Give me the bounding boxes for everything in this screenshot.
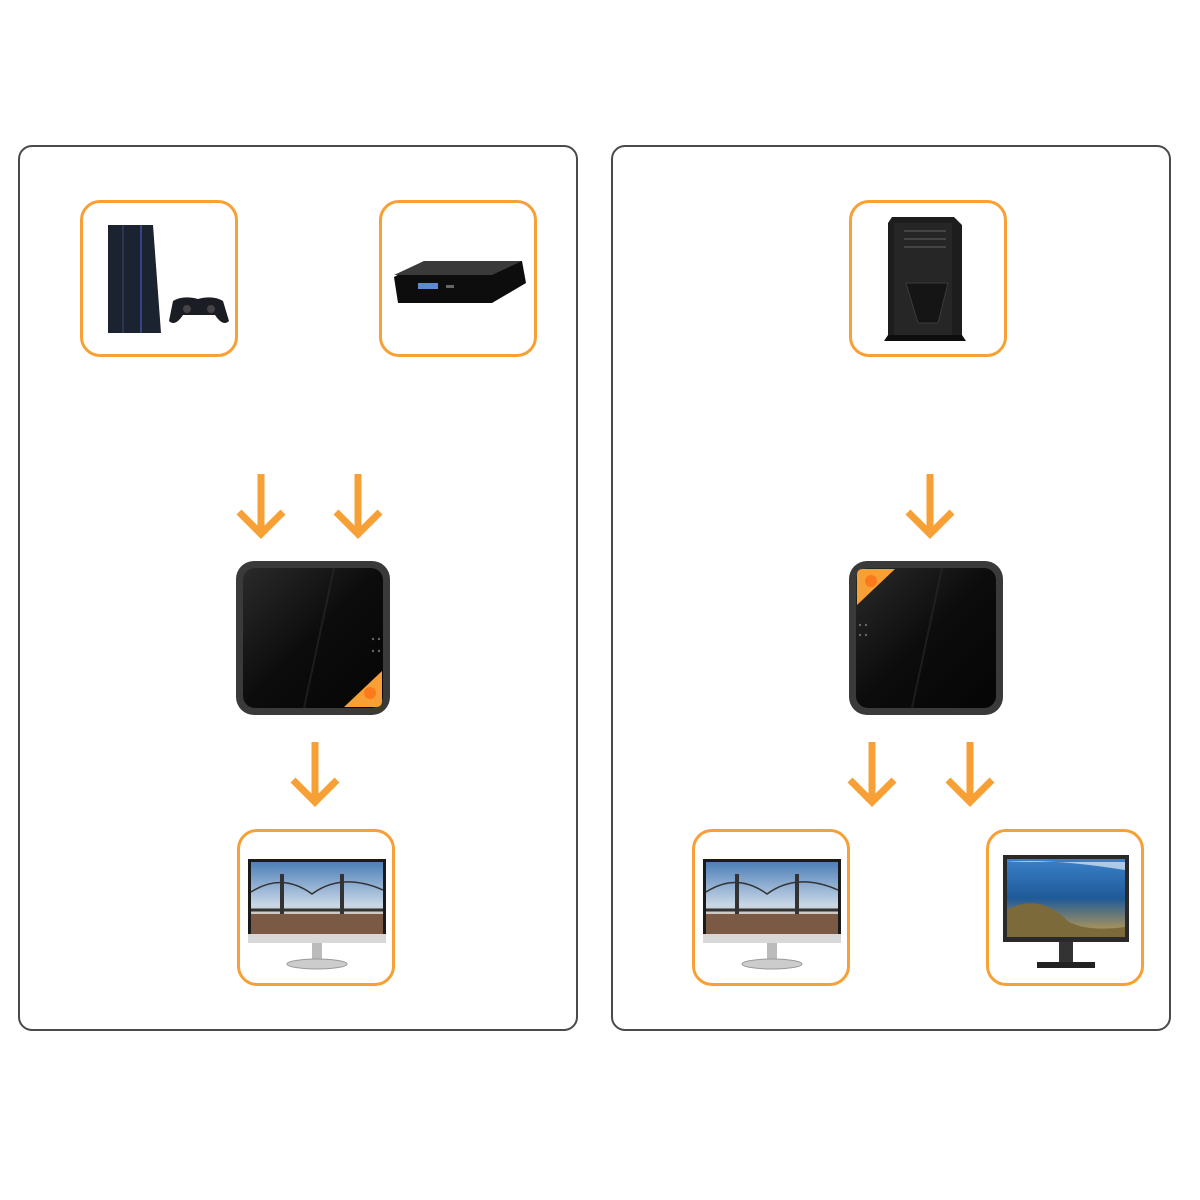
set-top-box-icon <box>394 261 526 303</box>
desktop-pc-icon <box>884 217 966 341</box>
game-console-source <box>80 200 238 357</box>
monitor-icon <box>240 832 392 983</box>
down-arrow-icon <box>903 472 957 540</box>
monitor-output <box>237 829 395 986</box>
down-arrow-icon <box>331 472 385 540</box>
monitor-output-1 <box>692 829 850 986</box>
down-arrow-icon <box>943 740 997 808</box>
single-output-panel <box>18 145 578 1031</box>
down-arrow-icon <box>234 472 288 540</box>
game-console-icon <box>108 225 229 333</box>
dual-output-panel <box>611 145 1171 1031</box>
down-arrow-icon <box>288 740 342 808</box>
set-top-box-source <box>379 200 537 357</box>
monitor-icon <box>695 832 847 983</box>
down-arrow-icon <box>845 740 899 808</box>
desktop-pc-source <box>849 200 1007 357</box>
hdmi-splitter-icon <box>849 561 1003 715</box>
monitor-icon <box>989 832 1141 983</box>
hdmi-switch-icon <box>236 561 390 715</box>
monitor-output-2 <box>986 829 1144 986</box>
